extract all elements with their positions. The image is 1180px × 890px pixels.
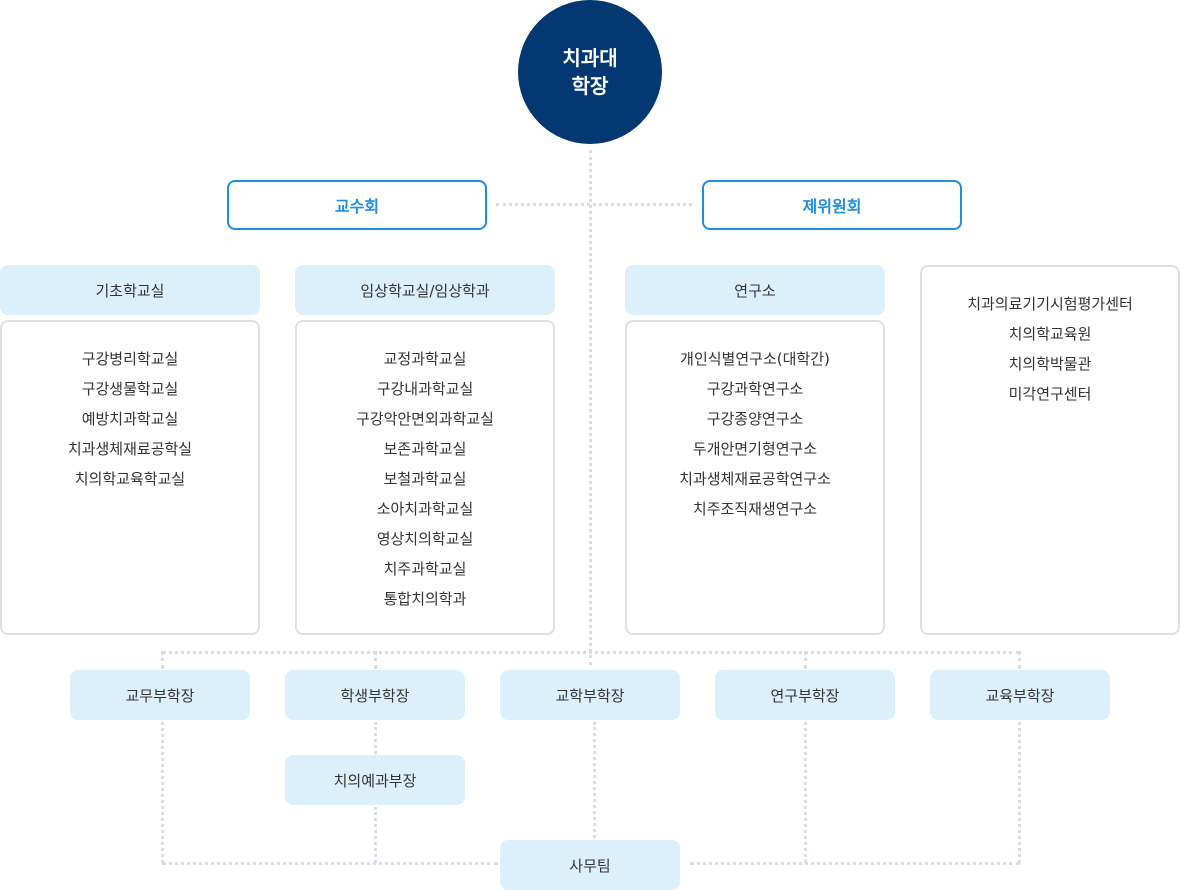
connector-vd4-top	[804, 651, 807, 669]
list-item: 두개안면기형연구소	[692, 440, 818, 458]
connector-vd4-bottom	[804, 722, 807, 863]
list-item: 치주조직재생연구소	[692, 500, 818, 518]
vice-dean-research: 연구부학장	[715, 670, 895, 720]
connector-vd3-office	[593, 722, 596, 838]
premed-head-node: 치의예과부장	[285, 755, 465, 805]
list-item: 치의학교육학교실	[74, 470, 186, 488]
clinical-group-list: 교정과학교실 구강내과학교실 구강악안면외과학교실 보존과학교실 보철과학교실 …	[295, 320, 555, 635]
board-council-node: 제위원회	[702, 180, 962, 230]
list-item: 교정과학교실	[383, 350, 467, 368]
connector-vice-deans	[162, 651, 1020, 654]
connector-main-vertical	[589, 150, 592, 665]
list-item: 치과생체재료공학연구소	[679, 470, 831, 488]
list-item: 예방치과학교실	[81, 410, 179, 428]
clinical-group-header: 임상학교실/임상학과	[295, 265, 555, 315]
list-item: 치과의료기기시험평가센터	[967, 295, 1133, 313]
list-item: 치의학박물관	[1008, 355, 1092, 373]
dean-label-line1: 치과대	[562, 46, 618, 70]
list-item: 구강과학연구소	[706, 380, 804, 398]
dean-node: 치과대 학장	[518, 0, 662, 144]
connector-vd1-top	[161, 651, 164, 669]
basic-group-header: 기초학교실	[0, 265, 260, 315]
list-item: 치의학교육원	[1008, 325, 1092, 343]
connector-office-left	[162, 862, 498, 865]
research-group-header: 연구소	[625, 265, 885, 315]
basic-group-list: 구강병리학교실 구강생물학교실 예방치과학교실 치과생체재료공학실 치의학교육학…	[0, 320, 260, 635]
list-item: 구강병리학교실	[81, 350, 179, 368]
centers-group-list: 치과의료기기시험평가센터 치의학교육원 치의학박물관 미각연구센터	[920, 265, 1180, 635]
list-item: 보존과학교실	[383, 440, 467, 458]
connector-vd1-bottom	[161, 722, 164, 863]
vice-dean-academic: 교학부학장	[500, 670, 680, 720]
list-item: 통합치의학과	[383, 590, 467, 608]
list-item: 미각연구센터	[1008, 385, 1092, 403]
list-item: 구강생물학교실	[81, 380, 179, 398]
vice-dean-education: 교육부학장	[930, 670, 1110, 720]
connector-councils	[496, 203, 692, 206]
list-item: 구강내과학교실	[376, 380, 474, 398]
list-item: 구강종양연구소	[706, 410, 804, 428]
list-item: 치주과학교실	[383, 560, 467, 578]
list-item: 구강악안면외과학교실	[355, 410, 494, 428]
list-item: 보철과학교실	[383, 470, 467, 488]
connector-vd5-top	[1018, 651, 1021, 669]
research-group-list: 개인식별연구소(대학간) 구강과학연구소 구강종양연구소 두개안면기형연구소 치…	[625, 320, 885, 635]
list-item: 개인식별연구소(대학간)	[680, 350, 830, 368]
office-team-node: 사무팀	[500, 840, 680, 890]
faculty-council-node: 교수회	[227, 180, 487, 230]
list-item: 소아치과학교실	[376, 500, 474, 518]
list-item: 치과생체재료공학실	[67, 440, 193, 458]
connector-vd2-top	[374, 651, 377, 669]
vice-dean-academic-affairs: 교무부학장	[70, 670, 250, 720]
connector-vd5-bottom	[1018, 722, 1021, 863]
connector-premed-bottom	[374, 807, 377, 863]
connector-office-right	[690, 862, 1020, 865]
list-item: 영상치의학교실	[376, 530, 474, 548]
dean-label-line2: 학장	[571, 74, 609, 98]
connector-vd2-premed	[374, 722, 377, 754]
vice-dean-student-affairs: 학생부학장	[285, 670, 465, 720]
